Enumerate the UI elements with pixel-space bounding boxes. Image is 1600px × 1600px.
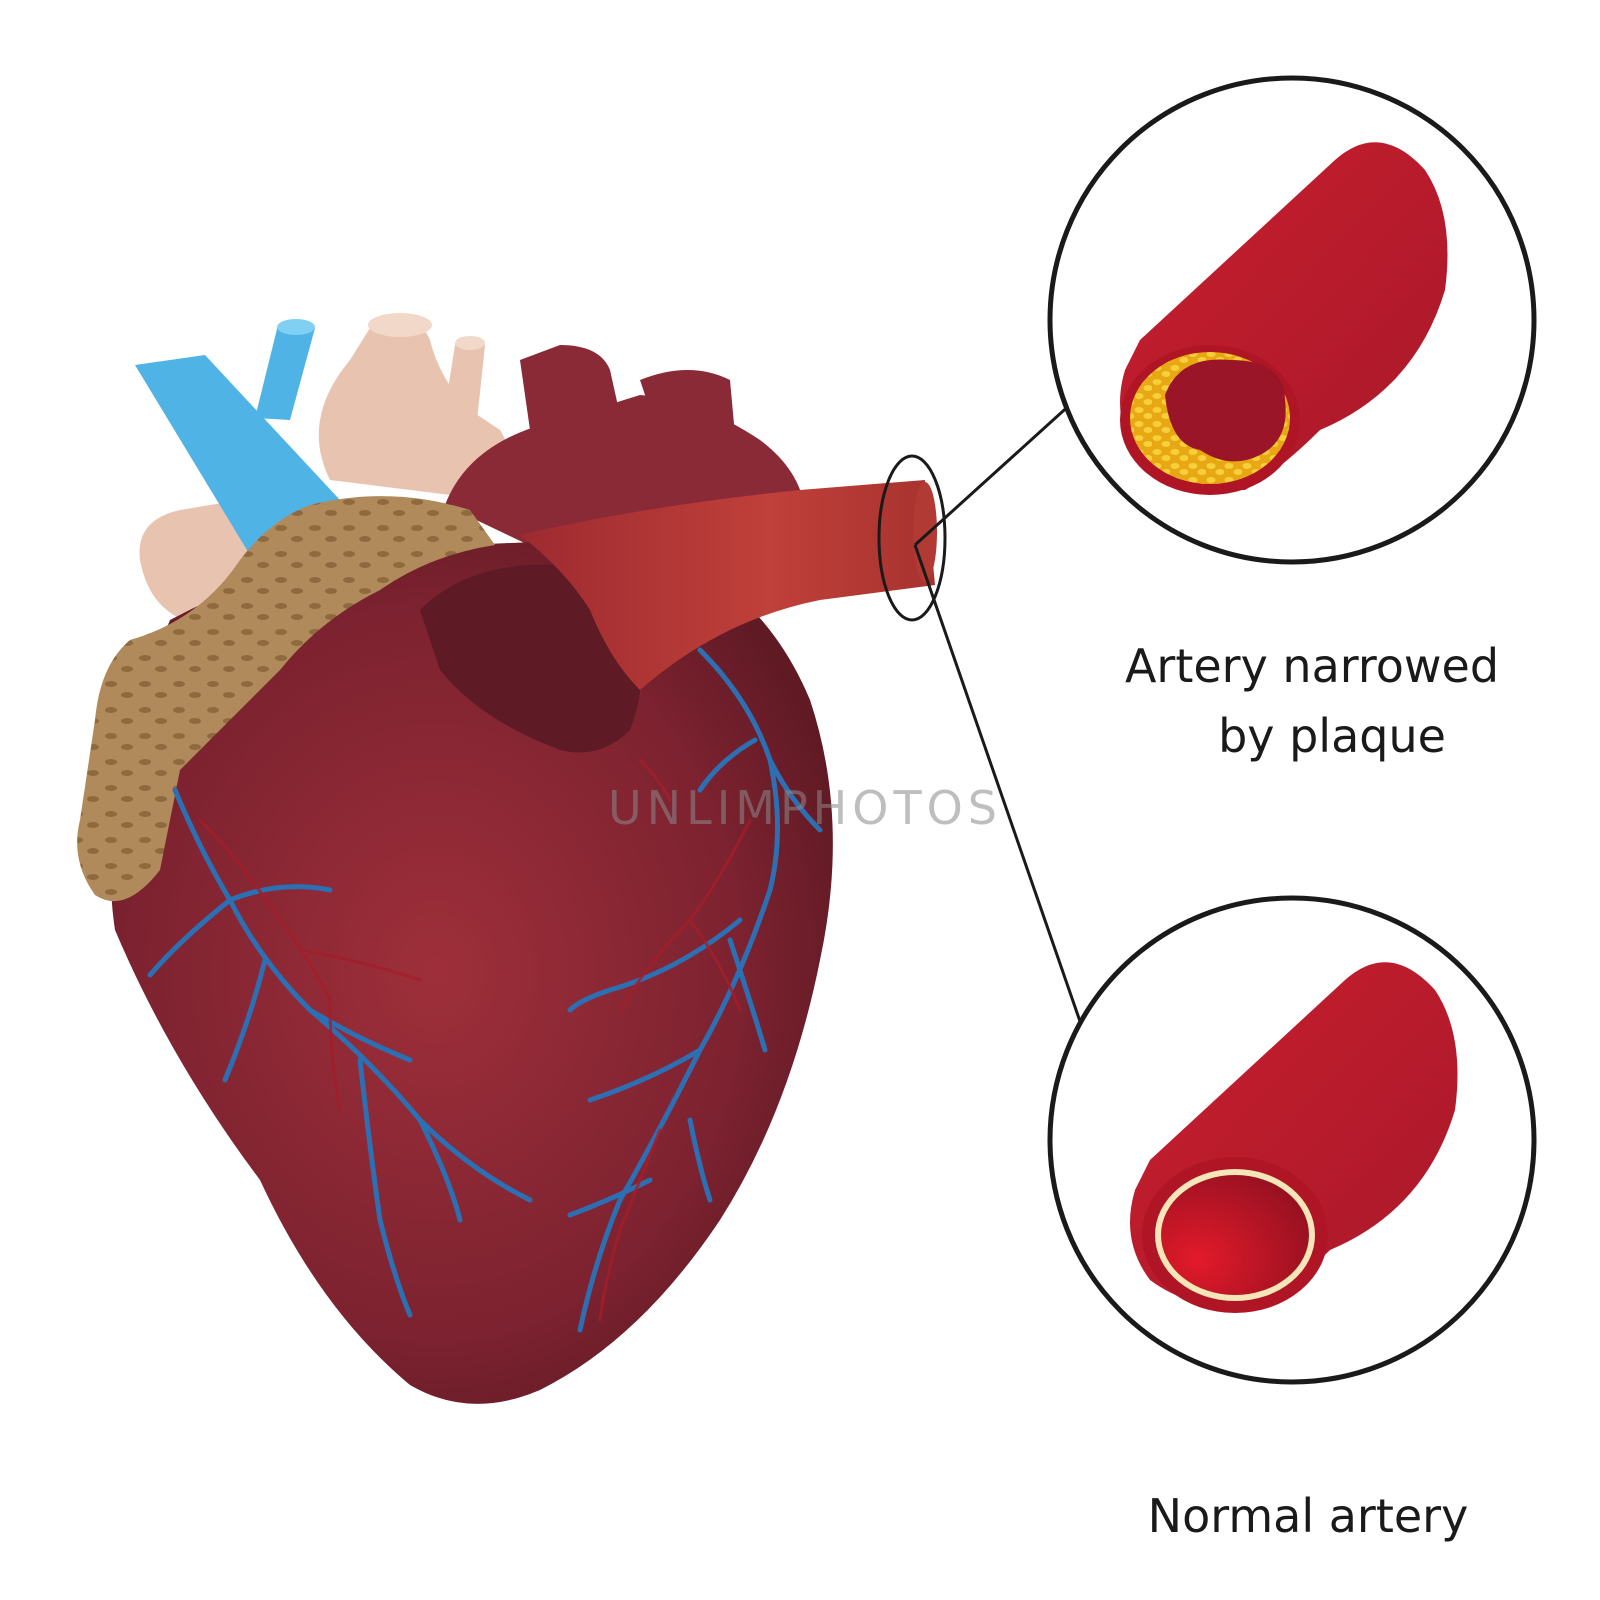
vein-left-branch-6 [417, 1117, 463, 1223]
fat-deposit [77, 496, 495, 902]
small-artery-3 [328, 998, 342, 1112]
narrowed-label-line1: Artery narrowed [1125, 639, 1499, 693]
pulmonary-branch-opening [455, 336, 485, 350]
narrowed-artery-callout [1047, 75, 1537, 565]
vein-left-branch-2 [227, 884, 333, 903]
callout-line-top [913, 400, 1075, 547]
vein-right-branch-7 [567, 1177, 653, 1218]
vena-cava-opening [277, 319, 315, 335]
normal-label: Normal artery [1148, 1489, 1469, 1543]
vein-right-branch-2 [697, 737, 758, 793]
vein-right-branch-1 [767, 757, 823, 833]
vein-right-branch-6 [687, 1117, 713, 1203]
vena-cava-branch [255, 325, 315, 420]
callout-line-bottom [913, 544, 1085, 1031]
small-artery-7 [638, 758, 672, 802]
small-artery-6 [598, 1128, 662, 1322]
artery-cut-end [913, 482, 937, 582]
narrowed-lumen [1165, 359, 1286, 462]
heart-body [110, 540, 833, 1404]
watermark: UNLIMPHOTOS [608, 781, 1002, 835]
small-artery-2 [298, 948, 422, 982]
vein-left-branch-3 [222, 957, 268, 1083]
vein-left-branch-5 [357, 1057, 413, 1318]
normal-artery-callout [1047, 895, 1537, 1385]
vein-left-branch-1 [147, 897, 233, 978]
pulmonary-trunk [420, 564, 642, 753]
callout-lines [913, 400, 1085, 1031]
vein-right-branch-3 [567, 917, 743, 1013]
vein-right-branch-4 [727, 937, 768, 1053]
vein-right-main [577, 647, 780, 1333]
vena-cava [135, 355, 340, 555]
small-artery-1 [198, 818, 332, 1002]
normal-lumen [1161, 1175, 1309, 1295]
small-artery-5 [688, 918, 742, 1012]
pulmonary-vessel [318, 315, 508, 500]
aortic-branch-1 [520, 345, 620, 430]
great-vessels [135, 313, 508, 625]
vein-right-branch-5 [587, 1047, 703, 1103]
vein-left-branch-4 [307, 1007, 413, 1063]
aortic-branch-2 [640, 370, 735, 440]
highlight-ring [877, 454, 947, 622]
small-arteries [198, 758, 752, 1322]
coronary-veins [147, 647, 823, 1333]
coronary-artery [520, 480, 935, 690]
narrowed-label-line2: by plaque [1218, 709, 1446, 763]
pulmonary-vessel-opening [368, 313, 432, 337]
pulmonary-branch [440, 340, 485, 440]
